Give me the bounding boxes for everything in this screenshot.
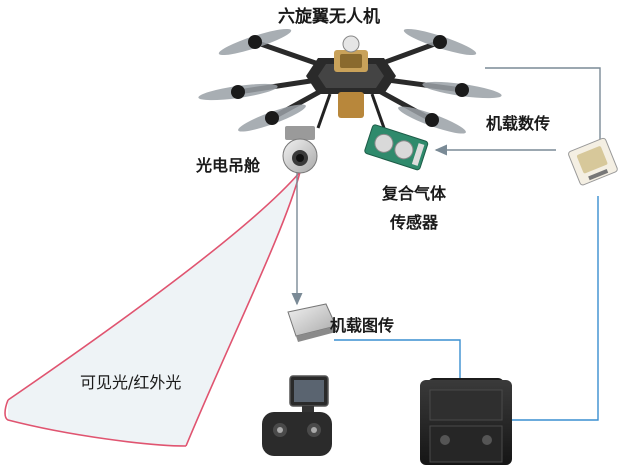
label-gas-sensor-line1: 复合气体 <box>382 184 447 203</box>
label-airborne-datalink: 机载数传 <box>486 114 551 133</box>
label-gimbal-pod: 光电吊舱 <box>196 156 261 175</box>
hexacopter-drone-icon <box>198 28 502 134</box>
gas-sensor-board-icon <box>364 124 429 171</box>
video-transmitter-icon <box>287 303 337 342</box>
datalink-module-icon <box>568 137 618 186</box>
label-airborne-video-tx: 机载图传 <box>330 316 395 335</box>
connector-lines <box>291 67 601 426</box>
diagram-title: 六旋翼无人机 <box>278 7 380 27</box>
remote-controller-icon <box>262 375 332 456</box>
label-spectrum: 可见光/红外光 <box>80 373 182 392</box>
gimbal-camera-icon <box>282 126 318 174</box>
ground-station-case-icon <box>420 378 512 465</box>
camera-field-of-view <box>4 171 301 447</box>
label-gas-sensor-line2: 传感器 <box>390 213 439 232</box>
